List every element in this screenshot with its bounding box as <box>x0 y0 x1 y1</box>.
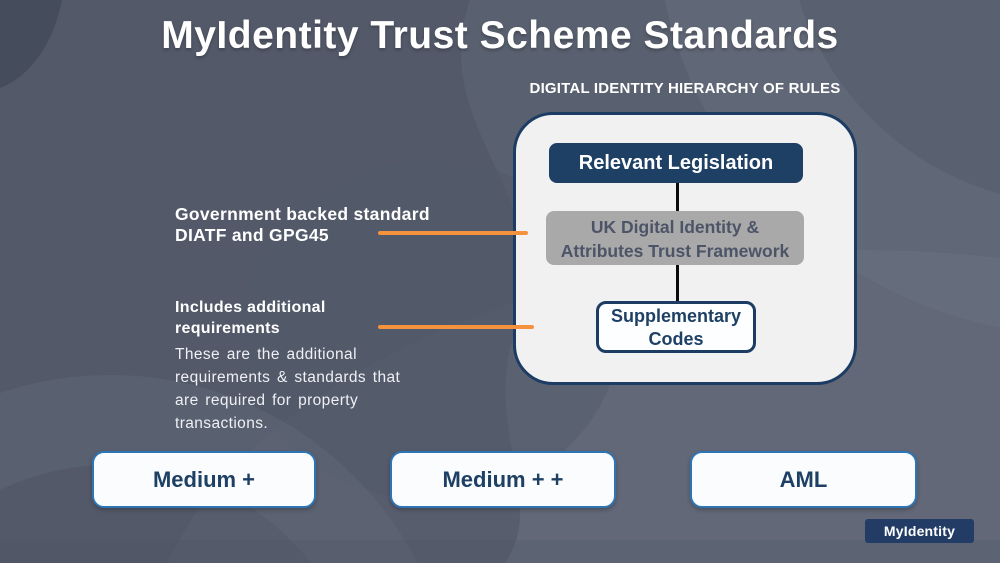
node-relevant-legislation: Relevant Legislation <box>549 143 803 183</box>
annotation-additional-line1: Includes additional <box>175 299 326 316</box>
node-supplementary-codes-line1: Supplementary <box>610 306 742 326</box>
page-title: MyIdentity Trust Scheme Standards <box>161 14 839 57</box>
aml-button[interactable]: AML <box>690 451 917 508</box>
node-uk-trust-framework-line1: UK Digital Identity & <box>590 217 760 237</box>
annotation-additional-body: These are the additional requirements & … <box>175 343 400 435</box>
annotation-body-line1: These are the additional <box>175 346 357 363</box>
connector-line-top <box>676 183 679 211</box>
myidentity-logo: MyIdentity <box>865 519 974 543</box>
leader-line-gov-backed <box>378 231 528 235</box>
annotation-additional-line2: requirements <box>175 320 280 337</box>
annotation-gov-backed-line2: DIATF and GPG45 <box>175 225 329 245</box>
annotation-body-line3: are required for property <box>175 392 359 409</box>
node-uk-trust-framework-line2: Attributes Trust Framework <box>560 241 790 261</box>
medium-plus-plus-button[interactable]: Medium + + <box>390 451 616 508</box>
hierarchy-container: Relevant Legislation UK Digital Identity… <box>513 112 857 385</box>
node-uk-trust-framework: UK Digital Identity & Attributes Trust F… <box>546 211 804 265</box>
annotation-gov-backed-line1: Government backed standard <box>175 204 430 224</box>
hierarchy-heading: DIGITAL IDENTITY HIERARCHY OF RULES <box>529 80 841 97</box>
leader-line-additional <box>378 325 534 329</box>
connector-line-bottom <box>676 265 679 301</box>
annotation-body-line4: transactions. <box>175 415 269 432</box>
annotation-body-line2: requirements & standards that <box>175 369 401 386</box>
annotation-additional-heading: Includes additional requirements <box>175 297 326 339</box>
node-supplementary-codes-line2: Codes <box>648 329 704 349</box>
medium-plus-button[interactable]: Medium + <box>92 451 316 508</box>
node-supplementary-codes: Supplementary Codes <box>596 301 756 353</box>
annotation-gov-backed-heading: Government backed standard DIATF and GPG… <box>175 204 430 246</box>
